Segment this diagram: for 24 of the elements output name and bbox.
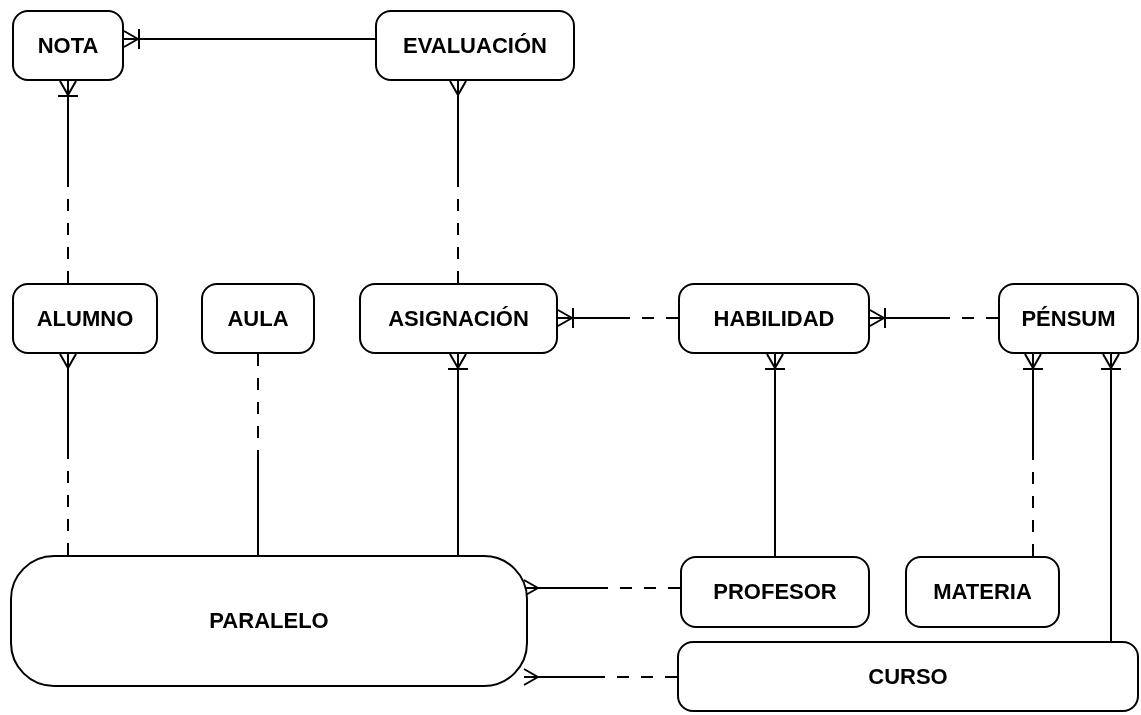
relationship-line xyxy=(59,353,77,556)
entity-box: CURSO xyxy=(677,641,1139,712)
entity-box: EVALUACIÓN xyxy=(375,10,575,81)
relationship-line xyxy=(764,353,786,557)
entity-box: MATERIA xyxy=(905,556,1060,628)
entity-box: NOTA xyxy=(12,10,124,81)
entity-box: PARALELO xyxy=(10,555,528,687)
entity-box: AULA xyxy=(201,283,315,354)
relationship-line xyxy=(1100,353,1122,642)
relationship-line xyxy=(1022,353,1044,557)
relationship-line xyxy=(57,80,79,284)
entity-box: ALUMNO xyxy=(12,283,158,354)
entity-box: ASIGNACIÓN xyxy=(359,283,558,354)
relationship-line xyxy=(449,80,467,284)
connector-line xyxy=(257,353,259,556)
relationship-line xyxy=(523,579,681,597)
entity-box: PÉNSUM xyxy=(998,283,1139,354)
relationship-line xyxy=(447,353,469,556)
entity-box: PROFESOR xyxy=(680,556,870,628)
relationship-line xyxy=(557,307,679,329)
relationship-line xyxy=(123,28,376,50)
entity-box: HABILIDAD xyxy=(678,283,870,354)
relationship-line xyxy=(869,307,999,329)
relationship-line xyxy=(523,668,678,686)
